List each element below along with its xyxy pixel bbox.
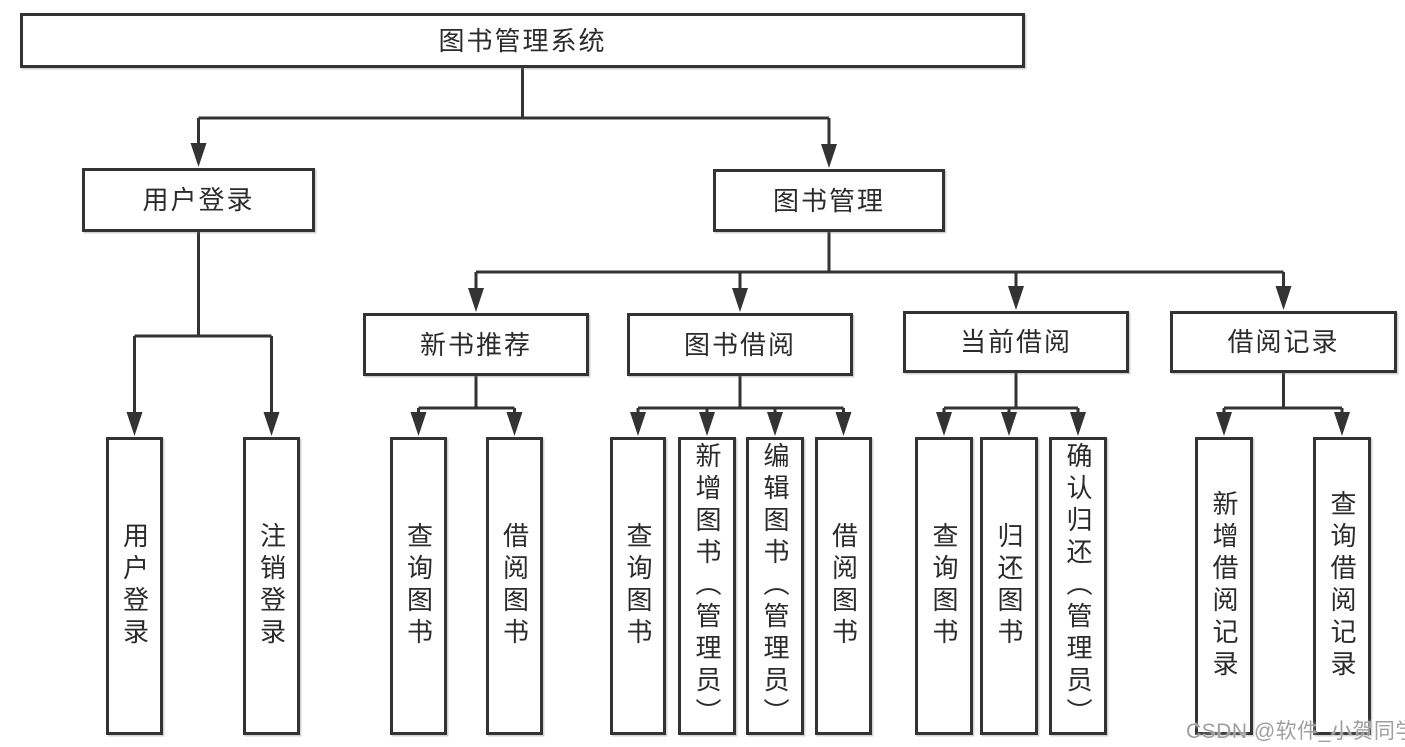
- node-leaf-br-add-label: 新增借阅记录: [1209, 490, 1239, 682]
- arrowhead-down: [821, 144, 837, 168]
- node-leaf-cb-query: 查询图书: [915, 437, 973, 735]
- node-current-borrow: 当前借阅: [903, 311, 1129, 373]
- node-borrow-records-label: 借阅记录: [1227, 327, 1340, 357]
- node-new-book-recommend-label: 新书推荐: [419, 329, 532, 360]
- arrowhead-down: [732, 288, 748, 312]
- arrowhead-down: [936, 412, 952, 436]
- node-leaf-cb-return: 归还图书: [980, 437, 1038, 735]
- node-book-borrow-label: 图书借阅: [683, 329, 796, 360]
- node-leaf-nb-borrow: 借阅图书: [486, 437, 543, 735]
- node-book-borrow: 图书借阅: [627, 313, 853, 376]
- node-leaf-cb-confirm: 确认归还（管理员）: [1049, 437, 1107, 735]
- node-leaf-cb-return-label: 归还图书: [994, 522, 1024, 650]
- arrowhead-down: [1216, 412, 1232, 436]
- arrowhead-down: [1008, 286, 1024, 310]
- arrowhead-down: [767, 412, 783, 436]
- arrowhead-down: [1070, 412, 1086, 436]
- node-leaf-br-query-label: 查询借阅记录: [1327, 490, 1357, 682]
- arrowhead-down: [835, 412, 852, 436]
- arrowhead-down: [190, 143, 207, 167]
- node-leaf-br-add: 新增借阅记录: [1195, 437, 1253, 735]
- arrowhead-down: [410, 412, 427, 436]
- node-root-label: 图书管理系统: [438, 25, 607, 56]
- arrowhead-down: [1334, 412, 1350, 436]
- arrowhead-down: [630, 412, 646, 436]
- node-leaf-cb-confirm-label: 确认归还（管理员）: [1063, 442, 1093, 730]
- arrowhead-down: [126, 412, 143, 436]
- node-book-management: 图书管理: [713, 169, 945, 232]
- node-leaf-nb-borrow-label: 借阅图书: [499, 522, 530, 650]
- node-leaf-logout-label: 注销登录: [256, 522, 287, 650]
- node-leaf-bb-edit-label: 编辑图书（管理员）: [760, 442, 790, 730]
- node-leaf-user-login-label: 用户登录: [119, 522, 150, 650]
- node-leaf-logout: 注销登录: [243, 437, 300, 735]
- node-user-login: 用户登录: [82, 168, 315, 232]
- node-leaf-bb-edit: 编辑图书（管理员）: [746, 437, 804, 735]
- watermark: CSDN @软件_小贺同学: [1186, 720, 1405, 743]
- node-leaf-bb-borrow-label: 借阅图书: [828, 522, 859, 650]
- node-leaf-bb-query: 查询图书: [610, 437, 666, 735]
- arrowhead-down: [506, 412, 523, 436]
- arrowhead-down: [468, 288, 484, 312]
- arrowhead-down: [263, 412, 280, 436]
- node-root: 图书管理系统: [20, 13, 1025, 68]
- node-user-login-label: 用户登录: [142, 185, 255, 215]
- node-leaf-br-query: 查询借阅记录: [1313, 437, 1371, 735]
- node-leaf-bb-query-label: 查询图书: [623, 522, 653, 650]
- arrowhead-down: [1275, 286, 1292, 310]
- node-book-management-label: 图书管理: [772, 185, 885, 216]
- node-leaf-nb-query-label: 查询图书: [403, 522, 434, 650]
- node-leaf-bb-borrow: 借阅图书: [815, 437, 872, 735]
- node-new-book-recommend: 新书推荐: [363, 313, 589, 376]
- arrowhead-down: [699, 412, 715, 436]
- node-current-borrow-label: 当前借阅: [959, 327, 1072, 357]
- node-leaf-user-login: 用户登录: [106, 437, 163, 735]
- node-leaf-bb-add-label: 新增图书（管理员）: [692, 442, 722, 730]
- arrowhead-down: [1001, 412, 1017, 436]
- node-leaf-cb-query-label: 查询图书: [929, 522, 959, 650]
- node-leaf-bb-add: 新增图书（管理员）: [678, 437, 736, 735]
- node-leaf-nb-query: 查询图书: [390, 437, 447, 735]
- node-borrow-records: 借阅记录: [1170, 311, 1397, 373]
